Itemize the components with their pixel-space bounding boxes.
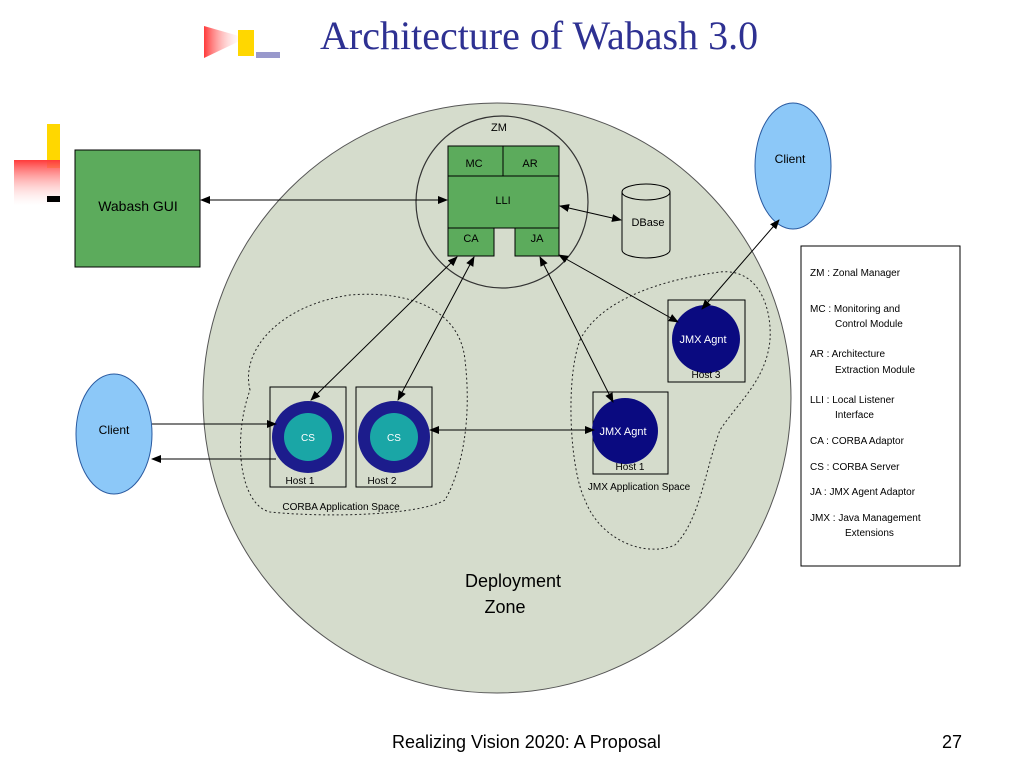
legend-item-cs: CS : CORBA Server [810,462,900,473]
footer-text: Realizing Vision 2020: A Proposal [392,732,661,752]
ca-module [447,227,495,257]
deployment-zone-label-line1: Deployment [465,571,561,591]
jmx-agent-host1-label: JMX Agnt [599,426,646,438]
jmx-space-boundary [570,271,771,550]
cs-host2 [370,413,418,461]
legend-item-ca: CA : CORBA Adaptor [810,436,905,447]
host2-label: Host 2 [368,476,397,487]
legend-item-jmx: JMX : Java Management [810,513,921,524]
lli-module [447,175,560,229]
legend-item-jmx-cont: Extensions [845,528,894,539]
legend-item-mc-cont: Control Module [835,319,903,330]
wabash-gui-box [74,149,201,268]
title-logo-icon [204,26,280,58]
dbase-cylinder [621,183,671,259]
ja-jmx3-arrow [558,254,679,323]
host3-label: Host 3 [692,370,721,381]
ca-label: CA [463,233,479,245]
ja-module [514,227,560,257]
lli-label: LLI [495,195,510,207]
legend: ZM : Zonal Manager MC : Monitoring and C… [810,268,921,539]
ja-label: JA [531,233,545,245]
client-jmx3-arrow [701,219,780,310]
client-left-label: Client [99,423,130,437]
legend-box [800,245,961,567]
lli-dbase-arrow [559,204,622,222]
ca-cs2-arrow [397,256,475,401]
jmx-agent-host1 [592,398,658,464]
cs-host2-label: CS [387,433,401,444]
zm-label: ZM [491,122,507,134]
mc-label: MC [465,158,482,170]
legend-item-lli-cont: Interface [835,410,874,421]
host1-label: Host 1 [286,476,315,487]
legend-item-ar-cont: Extraction Module [835,365,915,376]
legend-item-mc: MC : Monitoring and [810,304,900,315]
jmx-agent-host3 [672,305,740,373]
client-top-label: Client [775,152,806,166]
ar-label: AR [522,158,537,170]
corba-space-label: CORBA Application Space [282,502,400,513]
cs-host1-label: CS [301,433,315,444]
page-number: 27 [942,732,963,752]
legend-item-ar: AR : Architecture [810,349,885,360]
jmx-space-label: JMX Application Space [588,482,691,493]
side-accent-icon [14,124,60,206]
client-top [754,102,832,230]
dbase-label: DBase [631,217,664,229]
client-left [75,373,153,495]
wabash-gui-label: Wabash GUI [98,198,178,214]
jmx-host1-label: Host 1 [616,462,645,473]
legend-item-zm: ZM : Zonal Manager [810,268,901,279]
legend-item-ja: JA : JMX Agent Adaptor [810,487,916,498]
cs-host1 [284,413,332,461]
slide-title: Architecture of Wabash 3.0 [320,13,759,58]
legend-item-lli: LLI : Local Listener [810,395,895,406]
jmx-agent-host3-label: JMX Agnt [679,334,726,346]
ja-jmx1-arrow [539,256,614,403]
deployment-zone-label-line2: Zone [484,597,525,617]
